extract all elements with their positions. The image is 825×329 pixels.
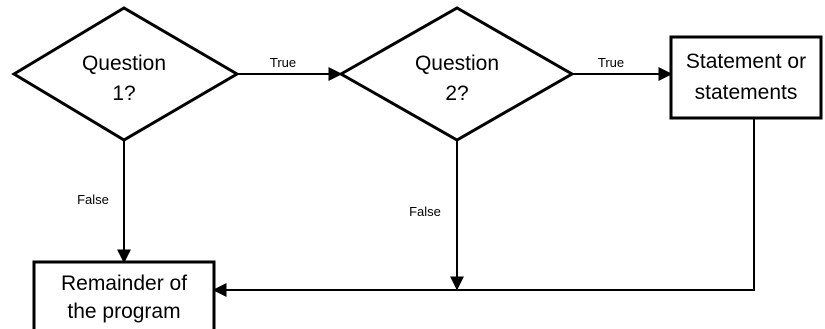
question2-label-line2: 2?	[445, 82, 468, 105]
statement-label-line2: statements	[695, 81, 798, 104]
question2-diamond	[337, 6, 576, 142]
question1-label-line1: Question	[82, 52, 166, 75]
q1-true-label: True	[270, 55, 296, 70]
q2-false-label: False	[409, 204, 441, 219]
q1-false-label: False	[77, 192, 109, 207]
remainder-label-line2: the program	[67, 300, 180, 323]
q2-true-label: True	[598, 55, 624, 70]
statement-box	[669, 35, 823, 120]
remainder-label-line1: Remainder of	[61, 272, 187, 295]
remainder-box	[32, 260, 216, 329]
statement-label-line1: Statement or	[686, 50, 806, 73]
question1-label-line2: 1?	[112, 82, 135, 105]
statement-to-remainder-connector	[212, 118, 755, 297]
question2-label-line1: Question	[415, 52, 499, 75]
question1-diamond	[11, 6, 240, 142]
